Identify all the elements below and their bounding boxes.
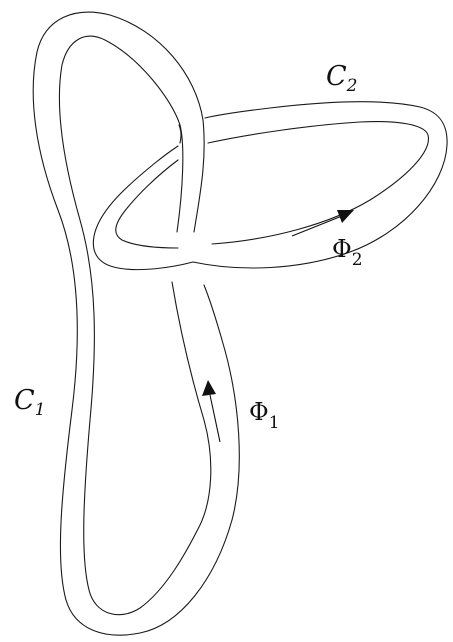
loop-c1-outer-lower-strand xyxy=(83,281,212,616)
flux-2-indicator xyxy=(291,210,354,237)
arrow-up-icon xyxy=(202,380,216,396)
loop-c2 xyxy=(92,101,448,271)
flux-1-line xyxy=(209,394,221,443)
loop-c1-label: C1 xyxy=(14,385,46,420)
loop-c2-outer-lower-edge xyxy=(92,145,194,271)
flux-2-label: Φ2 xyxy=(332,235,363,270)
loop-c2-outer-bottom-edge xyxy=(192,101,448,269)
loop-c2-inner-top-edge xyxy=(207,121,429,245)
loop-c1-inner-edge xyxy=(58,35,184,421)
loop-c2-label: C2 xyxy=(326,61,358,96)
loop-c1-inner-link-strand xyxy=(178,124,182,144)
loop-c1 xyxy=(32,11,240,636)
arrow-right-icon xyxy=(337,210,354,223)
flux-2-line xyxy=(291,215,343,237)
loop-c2-inner-left-edge xyxy=(115,159,179,249)
loop-c1-outer-edge xyxy=(32,11,240,636)
flux-1-indicator xyxy=(202,380,221,443)
flux-1-label: Φ1 xyxy=(249,398,280,433)
